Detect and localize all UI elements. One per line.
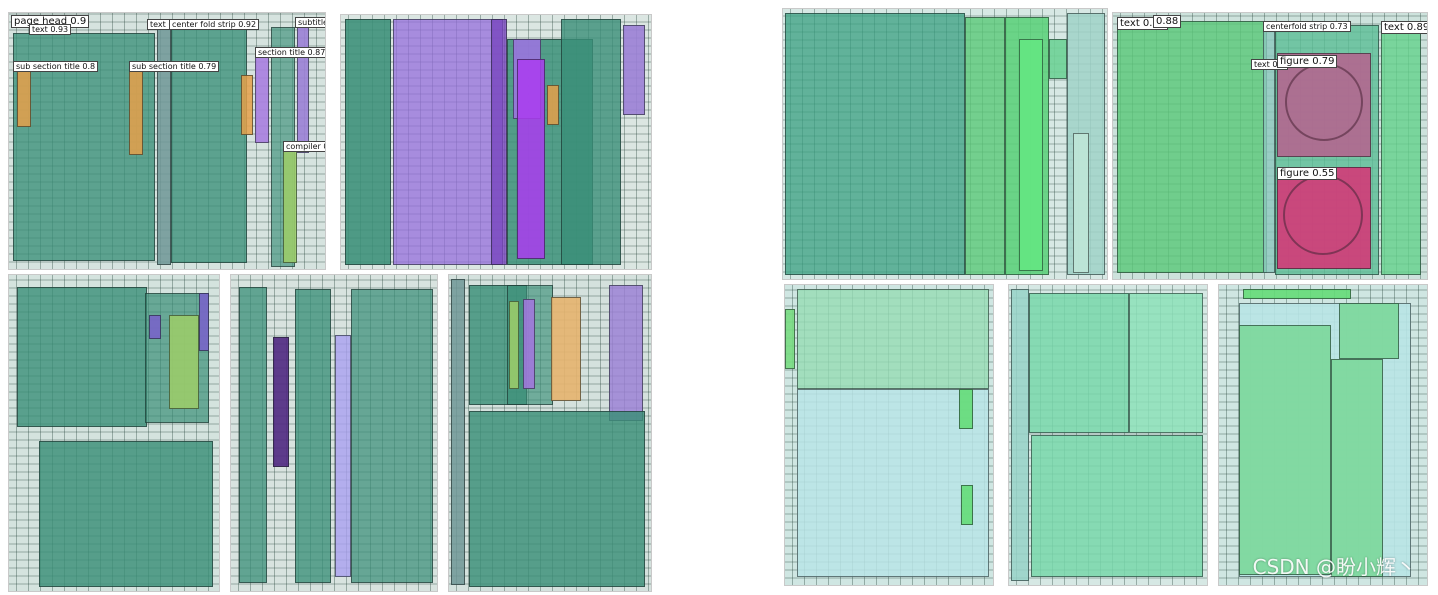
panel-bottom-right: [448, 274, 652, 592]
sub-section-title: [547, 85, 559, 125]
center-fold-strip: [451, 279, 465, 585]
text-region: [1331, 359, 1383, 577]
text-region: [965, 17, 1005, 275]
subtitle: [297, 23, 309, 153]
center-fold-strip: [491, 19, 507, 265]
seal-image: [1283, 175, 1363, 255]
section-title: [517, 59, 545, 259]
compiler: [509, 301, 519, 389]
section-title: [255, 53, 269, 143]
section-title-label: section title 0.87: [255, 47, 325, 58]
text-region: [961, 485, 973, 525]
sub-section-title: [273, 337, 289, 467]
center-fold-strip: [1011, 289, 1029, 581]
text-region: [1031, 435, 1203, 577]
text-region: [1239, 325, 1331, 575]
score-label: 0.88: [1153, 15, 1182, 28]
text-region: [239, 287, 267, 583]
text-region: [1129, 293, 1203, 433]
panel-bottom-right-right: [1218, 284, 1428, 586]
section-title: [609, 285, 643, 421]
text-region: [17, 287, 147, 427]
right-figure: text 0.88 0.88 centerfold strip 0.73 tex…: [782, 8, 1430, 588]
text-region: [797, 289, 989, 389]
text-region: [785, 13, 965, 275]
figure-label: figure 0.79: [1277, 55, 1338, 68]
text-region: [797, 389, 989, 577]
section-title: [199, 293, 209, 351]
text-region: [1029, 293, 1129, 433]
sub-section-title: [129, 69, 143, 155]
center-fold-label: center fold strip 0.92: [169, 19, 260, 30]
panel-bottom-middle: [230, 274, 438, 592]
seal-image: [1285, 63, 1363, 141]
section-title: [523, 299, 535, 389]
sub-section-title: [551, 297, 581, 401]
panel-top-left-right: [782, 8, 1108, 280]
text-region: [345, 19, 391, 265]
sub-section-title: [17, 67, 31, 127]
text-region: [1117, 21, 1267, 273]
text-region: [959, 389, 973, 429]
compiler: [169, 315, 199, 409]
text-region: [39, 441, 213, 587]
text-region: [1049, 39, 1067, 79]
page-header: [785, 309, 795, 369]
panel-top-right-right: text 0.88 0.88 centerfold strip 0.73 tex…: [1112, 12, 1428, 280]
text-region: [351, 289, 433, 583]
sub-section-label: sub section title 0.8: [13, 61, 99, 72]
text-label: text 0.93: [29, 24, 72, 35]
panel-top-middle: [340, 14, 652, 270]
section-title: [393, 19, 503, 265]
text-label: text 0.89: [1381, 21, 1427, 34]
text-region: [1019, 39, 1043, 271]
panel-bottom-left: [8, 274, 220, 592]
panel-bottom-left-right: [784, 284, 994, 586]
text-region: [1339, 303, 1399, 359]
compiler: [283, 151, 297, 263]
subtitle-label: subtitle 0.92: [295, 17, 325, 28]
text-region: [335, 335, 351, 577]
compiler-label: compiler 0.89: [283, 141, 325, 152]
text-region: [561, 19, 621, 265]
watermark: CSDN @盼小辉丶: [1252, 555, 1416, 579]
sub-section-title: [241, 75, 253, 135]
sub-section-label: sub section title 0.79: [129, 61, 220, 72]
left-figure: page head 0.9 text 0.93 text 0.8 center …: [8, 12, 652, 592]
text-region: [295, 289, 331, 583]
text-region: [1381, 25, 1421, 275]
text-region: [1073, 133, 1089, 273]
text-region: [469, 411, 645, 587]
sub-section-title: [149, 315, 161, 339]
page-header: [1243, 289, 1351, 299]
panel-bottom-middle-right: [1008, 284, 1208, 586]
panel-top-left: page head 0.9 text 0.93 text 0.8 center …: [8, 12, 326, 270]
center-fold-label: centerfold strip 0.73: [1263, 21, 1351, 32]
figure-label: figure 0.55: [1277, 167, 1338, 180]
section-title: [623, 25, 645, 115]
